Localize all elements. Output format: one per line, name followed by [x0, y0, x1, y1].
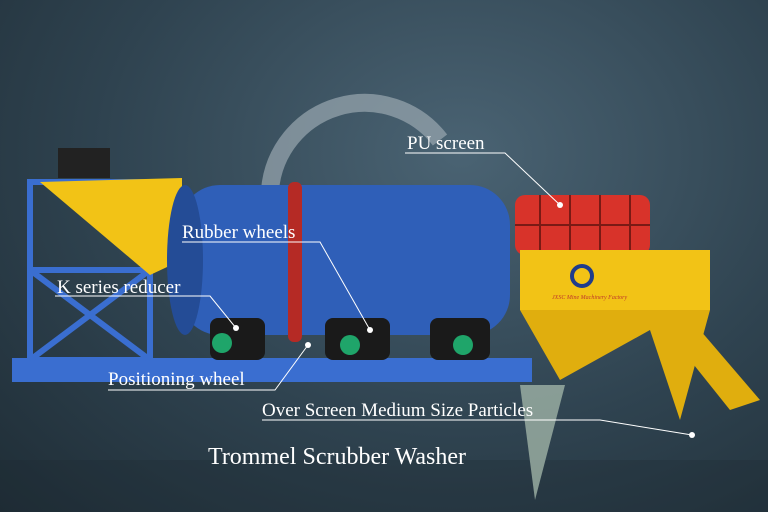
side-chute [690, 330, 760, 410]
discharge-chute [520, 310, 710, 420]
outlet-cone [520, 385, 565, 500]
leader-lines [55, 152, 693, 436]
label-k-series-reducer: K series reducer [57, 277, 181, 298]
drum [180, 185, 510, 335]
logo-mark [570, 264, 594, 288]
logo-text: JXSC Mine Machinery Factory [552, 295, 628, 301]
reducer-hubs [212, 333, 473, 355]
discharge-box [520, 250, 710, 310]
feed-hopper [40, 178, 182, 275]
watermark-arc [261, 93, 448, 191]
motor [58, 148, 110, 178]
label-pu-screen: PU screen [407, 133, 485, 154]
label-positioning-wheel: Positioning wheel [108, 369, 245, 390]
diagram-title: Trommel Scrubber Washer [208, 444, 467, 470]
label-over-screen: Over Screen Medium Size Particles [262, 400, 534, 421]
floor-stripes [0, 460, 768, 512]
drive-ring [288, 182, 302, 342]
label-rubber-wheels: Rubber wheels [182, 222, 296, 243]
